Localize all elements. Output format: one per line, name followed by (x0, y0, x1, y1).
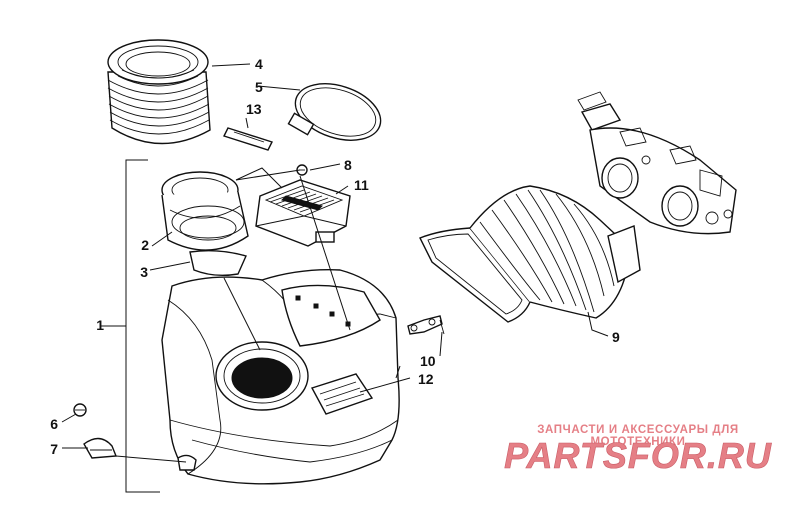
callout-8: 8 (344, 157, 352, 173)
callout-6: 6 (50, 416, 58, 432)
intake-adapter-part[interactable] (161, 171, 249, 251)
watermark-logo: PARTSFOR.RU (490, 435, 786, 477)
airbox-housing-part[interactable] (161, 269, 400, 485)
leader-lines (61, 63, 609, 493)
watermark-subtitle: ЗАПЧАСТИ И АКСЕССУАРЫ ДЛЯ МОТОТЕХНИКИ (537, 424, 739, 448)
bolt-part[interactable] (73, 403, 87, 417)
callout-10: 10 (420, 353, 436, 369)
callout-12: 12 (418, 371, 434, 387)
callout-4: 4 (255, 56, 263, 72)
intake-duct-part[interactable] (419, 185, 641, 323)
callout-7: 7 (50, 441, 58, 457)
callout-1: 1 (96, 317, 104, 333)
callout-2: 2 (141, 237, 149, 253)
mount-bracket-part[interactable] (407, 315, 445, 335)
filter-element-part[interactable] (255, 179, 351, 247)
clamp-band-part[interactable] (287, 74, 388, 151)
callout-3: 3 (140, 264, 148, 280)
callout-13: 13 (246, 101, 262, 117)
callout-9: 9 (612, 329, 620, 345)
bellows-boot-part[interactable] (107, 39, 211, 145)
gasket-part[interactable] (189, 249, 247, 277)
svg-text:PARTSFOR.RU: PARTSFOR.RU (504, 436, 772, 476)
callout-11: 11 (354, 177, 369, 193)
callout-5: 5 (255, 79, 263, 95)
throttle-body-assembly (577, 91, 737, 235)
strip-part[interactable] (223, 127, 273, 151)
bracket-part[interactable] (83, 437, 118, 459)
